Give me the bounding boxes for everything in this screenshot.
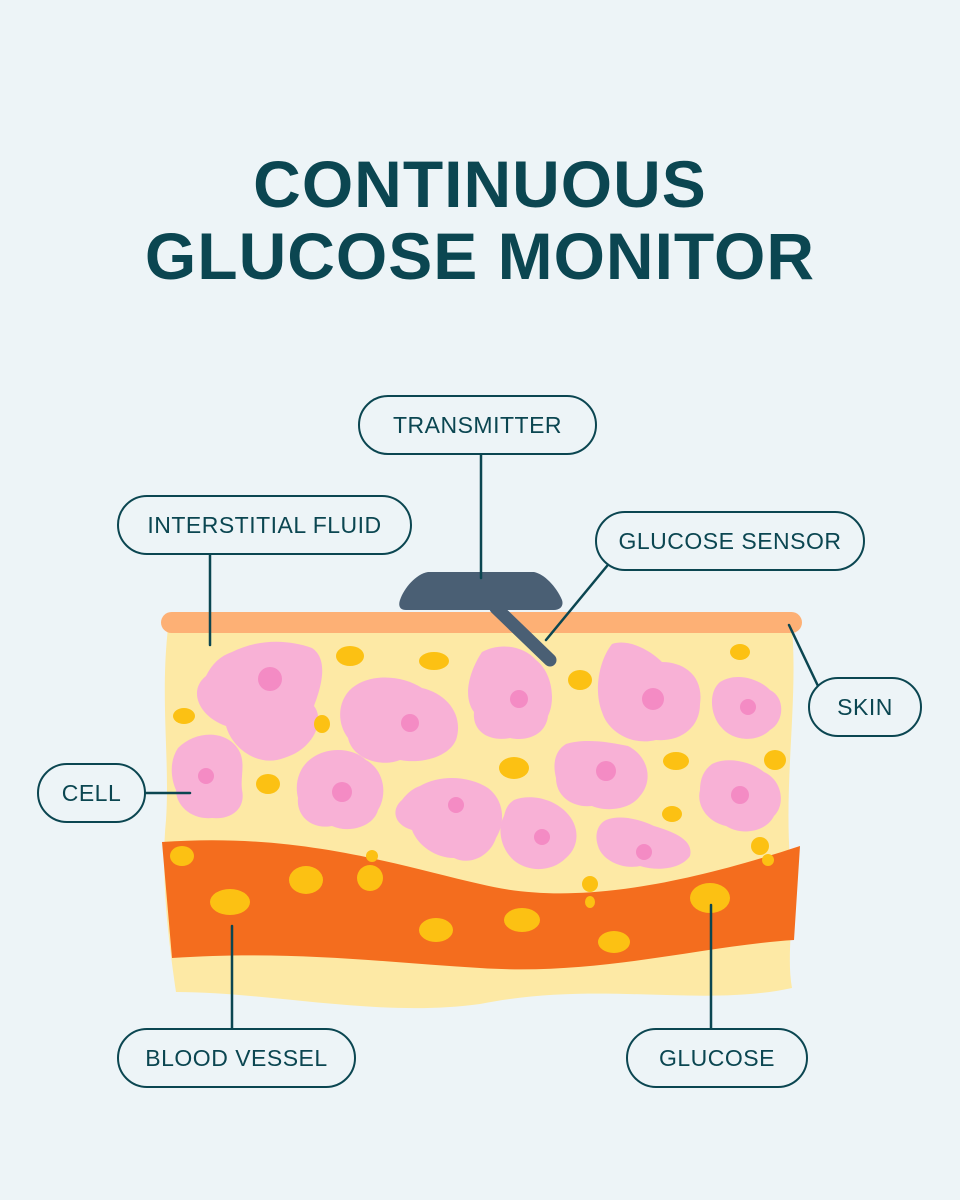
label-glucose-sensor-text: GLUCOSE SENSOR (618, 527, 842, 554)
leader-glucose-sensor (544, 564, 609, 642)
glucose-particle (764, 750, 786, 770)
glucose-particle (170, 846, 194, 866)
cell (395, 777, 503, 861)
label-skin-text: SKIN (837, 693, 893, 720)
nucleus (534, 829, 550, 845)
cell (596, 817, 691, 869)
glucose-particle (504, 908, 540, 932)
glucose-particle (173, 708, 195, 724)
glucose-particle (336, 646, 364, 666)
sensor-filament (489, 601, 557, 667)
glucose-particle (585, 896, 595, 908)
cell (196, 641, 323, 761)
title-line-1: CONTINUOUS (253, 147, 707, 221)
glucose-particle (499, 757, 529, 779)
glucose-particle (314, 715, 330, 733)
label-cell-text: CELL (61, 779, 122, 806)
glucose-particle (730, 644, 750, 660)
nucleus (642, 688, 664, 710)
glucose-particle (366, 850, 378, 862)
glucose-particle (357, 865, 383, 891)
label-interstitial-fluid: INTERSTITIAL FLUID (117, 495, 412, 555)
nucleus (198, 768, 214, 784)
label-blood-vessel-text: BLOOD VESSEL (145, 1044, 328, 1071)
nucleus (510, 690, 528, 708)
label-glucose: GLUCOSE (626, 1028, 808, 1088)
leader-skin (787, 623, 820, 688)
leader-lines (144, 453, 820, 1030)
nucleus (401, 714, 419, 732)
skin-layer (161, 612, 802, 633)
cell-nuclei (198, 667, 756, 860)
cgm-device (399, 572, 563, 667)
label-glucose-sensor: GLUCOSE SENSOR (595, 511, 865, 571)
nucleus (740, 699, 756, 715)
nucleus (636, 844, 652, 860)
nucleus (332, 782, 352, 802)
glucose-particle (582, 876, 598, 892)
blood-vessel (162, 840, 800, 970)
nucleus (448, 797, 464, 813)
glucose-particle (568, 670, 592, 690)
label-transmitter: TRANSMITTER (358, 395, 597, 455)
glucose-particle (690, 883, 730, 913)
transmitter-body (399, 572, 563, 610)
glucose-particle (762, 854, 774, 866)
glucose-particle (419, 652, 449, 670)
glucose-particle (663, 752, 689, 770)
glucose-particle (598, 931, 630, 953)
label-skin: SKIN (808, 677, 922, 737)
nucleus (258, 667, 282, 691)
nucleus (596, 761, 616, 781)
nucleus (731, 786, 749, 804)
glucose-particle (662, 806, 682, 822)
glucose-particle (210, 889, 250, 915)
label-cell: CELL (37, 763, 146, 823)
glucose-particle (419, 918, 453, 942)
glucose-particle (751, 837, 769, 855)
cell (340, 677, 459, 763)
glucose-particle (256, 774, 280, 794)
page-title: CONTINUOUS GLUCOSE MONITOR (0, 148, 960, 292)
title-line-2: GLUCOSE MONITOR (144, 219, 816, 293)
label-blood-vessel: BLOOD VESSEL (117, 1028, 356, 1088)
cell (468, 646, 552, 740)
label-glucose-text: GLUCOSE (659, 1044, 775, 1071)
glucose-particle (289, 866, 323, 894)
glucose-particles (170, 644, 786, 953)
label-interstitial-fluid-text: INTERSTITIAL FLUID (147, 511, 382, 538)
label-transmitter-text: TRANSMITTER (392, 411, 563, 438)
